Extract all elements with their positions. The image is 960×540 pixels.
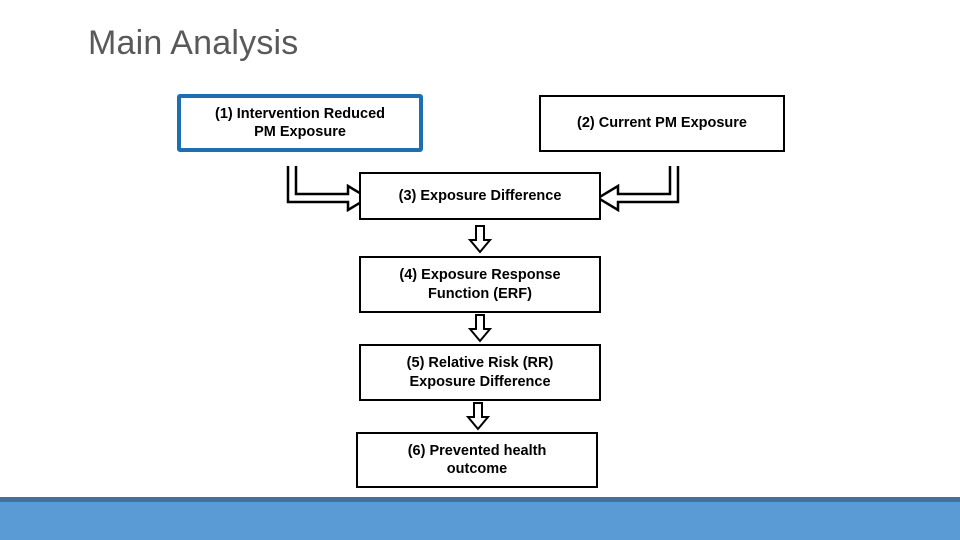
- flow-box-1-text: (1) Intervention Reduced PM Exposure: [215, 105, 385, 141]
- flow-box-2-line1: (2) Current PM Exposure: [577, 115, 747, 132]
- flow-box-2[interactable]: (2) Current PM Exposure: [539, 95, 785, 152]
- flow-box-6-line1: (6) Prevented health: [407, 442, 547, 459]
- page-title: Main Analysis: [88, 24, 299, 62]
- flow-box-6-line2: outcome: [446, 461, 508, 477]
- flow-box-6-text: (6) Prevented health outcome: [408, 442, 547, 478]
- flow-box-4[interactable]: (4) Exposure Response Function (ERF): [359, 256, 601, 313]
- flow-box-1-line2: PM Exposure: [254, 124, 346, 140]
- connector-down-arrow-3-icon: [463, 401, 493, 431]
- connector-elbow-right-icon: [286, 160, 371, 213]
- flow-box-4-text: (4) Exposure Response Function (ERF): [399, 266, 560, 302]
- flow-box-5-line2: Exposure Difference: [409, 373, 551, 390]
- footer-bar: [0, 502, 960, 540]
- connector-down-arrow-1-icon: [465, 224, 495, 254]
- footer-accent-stripe: [0, 497, 960, 502]
- flow-box-5[interactable]: (5) Relative Risk (RR) Exposure Differen…: [359, 344, 601, 401]
- flow-box-3-text: (3) Exposure Difference: [399, 187, 562, 205]
- flow-box-2-text: (2) Current PM Exposure: [577, 114, 747, 132]
- flow-box-4-line1: (4) Exposure Response: [399, 267, 561, 284]
- connector-down-arrow-2-icon: [465, 313, 495, 343]
- flow-box-4-line2: Function (ERF): [428, 285, 532, 302]
- flow-box-5-line1: (5) Relative Risk (RR): [406, 355, 554, 372]
- flow-box-1[interactable]: (1) Intervention Reduced PM Exposure: [177, 94, 423, 152]
- connector-elbow-left-icon: [595, 160, 680, 213]
- flow-box-3-line1: (3) Exposure Difference: [398, 187, 562, 204]
- flow-box-1-line1: (1) Intervention Reduced: [215, 105, 385, 122]
- flow-box-3[interactable]: (3) Exposure Difference: [359, 172, 601, 220]
- flow-box-5-text: (5) Relative Risk (RR) Exposure Differen…: [407, 354, 554, 390]
- flow-box-6[interactable]: (6) Prevented health outcome: [356, 432, 598, 488]
